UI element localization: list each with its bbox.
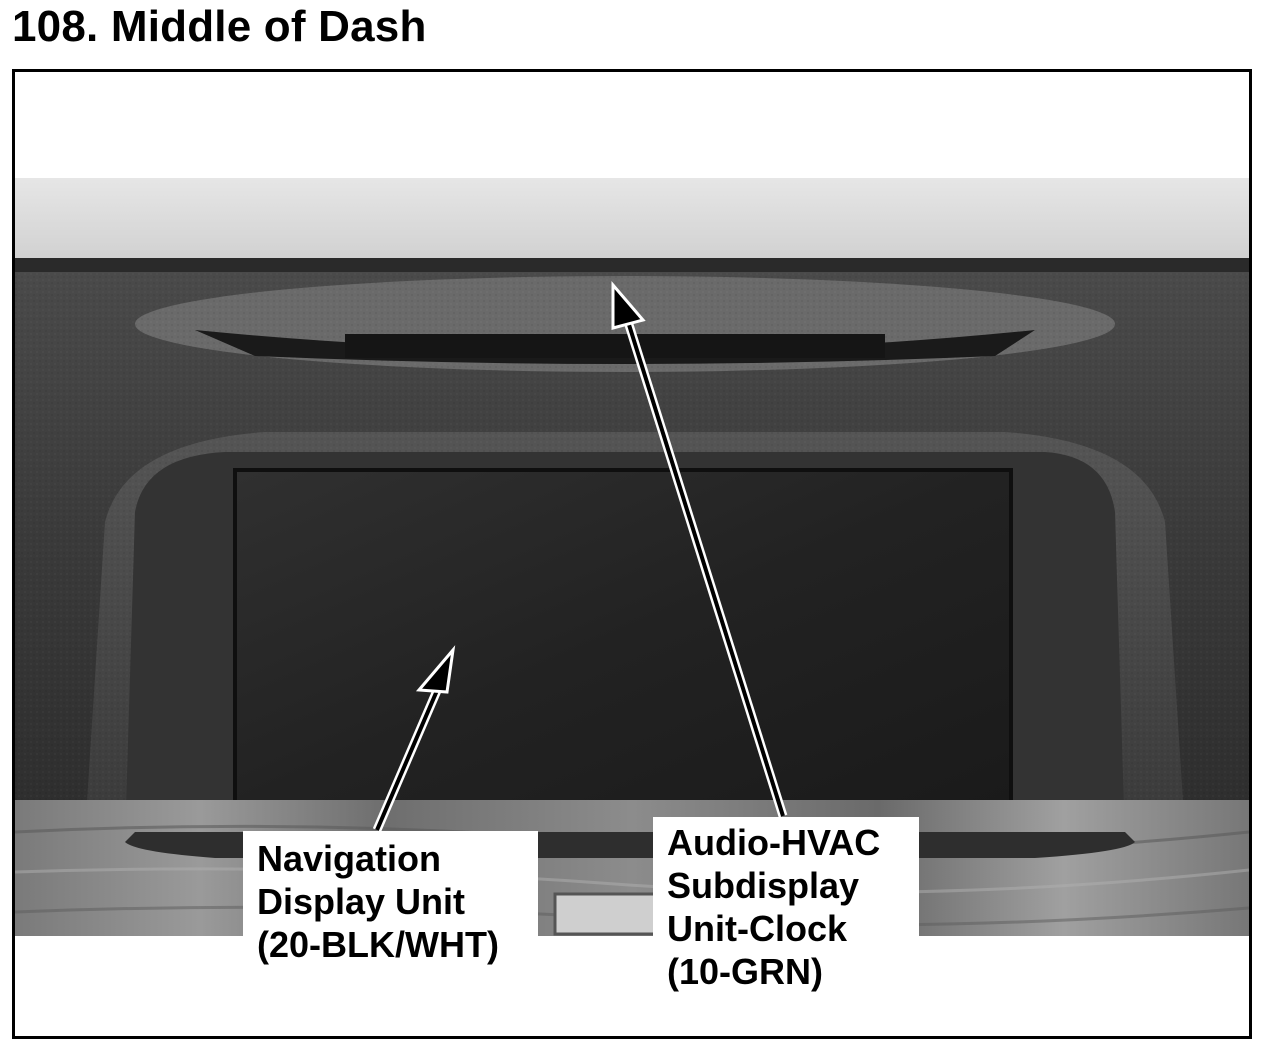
- page-title: 108. Middle of Dash: [12, 2, 427, 51]
- navigation-arrow: [372, 645, 456, 832]
- audio-hvac-callout: Audio-HVAC Subdisplay Unit-Clock (10-GRN…: [653, 817, 919, 1033]
- callout-line: (10-GRN): [667, 951, 824, 992]
- callout-line: Navigation: [257, 838, 442, 879]
- callout-line: Display Unit: [257, 881, 466, 922]
- figure-frame: Navigation Display Unit (20-BLK/WHT) Aud…: [12, 69, 1252, 1039]
- pointer-arrows: [372, 280, 788, 832]
- callout-line: Audio-HVAC: [667, 822, 881, 863]
- callout-line: (20-BLK/WHT): [257, 924, 499, 965]
- callout-line: Subdisplay: [667, 865, 860, 906]
- audio-hvac-arrow: [611, 280, 788, 818]
- navigation-display-callout: Navigation Display Unit (20-BLK/WHT): [243, 831, 538, 1011]
- callout-line: Unit-Clock: [667, 908, 847, 949]
